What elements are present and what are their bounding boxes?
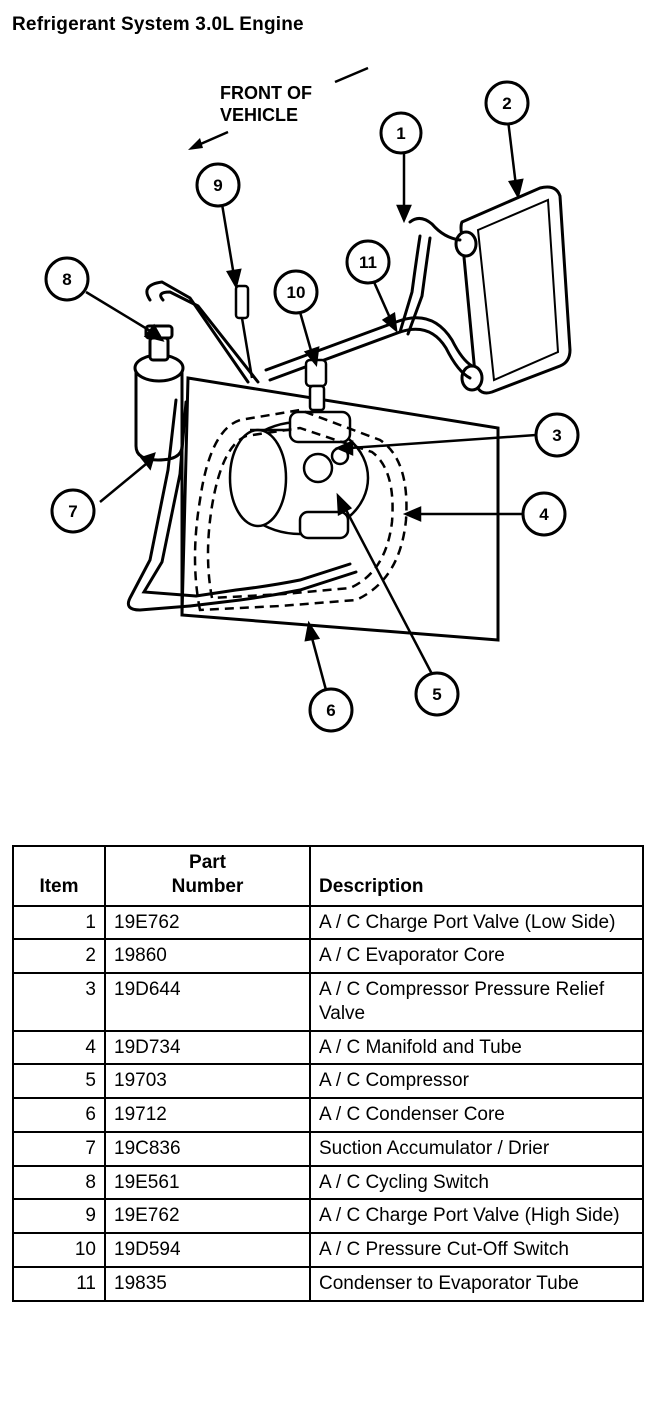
cell-item: 2 xyxy=(12,938,106,974)
callout-11: 11 xyxy=(345,239,391,285)
leader-lines xyxy=(85,119,537,691)
manifold-dashed-tubes xyxy=(193,408,408,612)
cell-part: 19703 xyxy=(104,1063,311,1099)
parts-table-header: Item Part Number Description xyxy=(12,845,644,907)
cell-item: 1 xyxy=(12,904,106,941)
cell-item: 3 xyxy=(12,972,106,1032)
callout-label: 6 xyxy=(326,701,335,720)
compressor xyxy=(228,410,370,540)
header-description: Description xyxy=(309,845,644,907)
callout-4: 4 xyxy=(521,491,567,537)
header-item: Item xyxy=(12,845,106,907)
cell-part: 19E561 xyxy=(104,1164,311,1201)
cell-desc: Suction Accumulator / Drier xyxy=(309,1130,644,1167)
cell-desc: A / C Compressor xyxy=(309,1063,644,1099)
cell-item: 11 xyxy=(12,1265,106,1302)
cell-item: 8 xyxy=(12,1164,106,1201)
callout-7: 7 xyxy=(50,488,96,534)
front-of-vehicle-indicator: FRONT OF VEHICLE xyxy=(188,66,369,150)
header-part-line1: Part xyxy=(189,852,226,873)
callout-6: 6 xyxy=(308,687,354,733)
front-label-line1: FRONT OF xyxy=(220,83,312,103)
cell-item: 9 xyxy=(12,1198,106,1234)
callout-3: 3 xyxy=(534,412,580,458)
cell-part: 19D594 xyxy=(104,1232,311,1268)
cell-desc: A / C Charge Port Valve (High Side) xyxy=(309,1198,644,1234)
cell-item: 4 xyxy=(12,1029,106,1066)
callout-label: 11 xyxy=(359,253,377,272)
callout-label: 1 xyxy=(396,124,405,143)
callout-5: 5 xyxy=(414,671,460,717)
cell-part: 19E762 xyxy=(104,1198,311,1234)
callout-label: 9 xyxy=(213,176,222,195)
pressure-cutoff-switch xyxy=(304,358,328,412)
cell-desc: A / C Cycling Switch xyxy=(309,1164,644,1201)
cell-desc: A / C Condenser Core xyxy=(309,1097,644,1133)
cell-desc: Condenser to Evaporator Tube xyxy=(309,1265,644,1302)
cell-part: 19C836 xyxy=(104,1130,311,1167)
callout-label: 5 xyxy=(432,685,441,704)
callout-label: 3 xyxy=(552,426,561,445)
callout-9: 9 xyxy=(195,162,241,208)
suction-accumulator xyxy=(133,324,185,462)
callout-10: 10 xyxy=(273,269,319,315)
cell-item: 5 xyxy=(12,1063,106,1099)
callout-label: 10 xyxy=(287,283,306,302)
callout-1: 1 xyxy=(379,111,423,155)
front-label-line2: VEHICLE xyxy=(220,105,298,125)
cell-part: 19712 xyxy=(104,1097,311,1133)
cell-desc: A / C Charge Port Valve (Low Side) xyxy=(309,904,644,941)
cell-part: 19860 xyxy=(104,938,311,974)
cell-desc: A / C Manifold and Tube xyxy=(309,1029,644,1066)
cell-desc: A / C Pressure Cut-Off Switch xyxy=(309,1232,644,1268)
cell-item: 10 xyxy=(12,1232,106,1268)
page-title: Refrigerant System 3.0L Engine xyxy=(12,14,304,35)
header-part-number: Part Number xyxy=(104,845,311,907)
evaporator-core xyxy=(454,185,572,395)
cell-part: 19E762 xyxy=(104,904,311,941)
cell-desc: A / C Compressor Pressure Relief Valve xyxy=(309,972,644,1032)
callout-2: 2 xyxy=(484,80,530,126)
callout-label: 7 xyxy=(68,502,77,521)
callout-label: 4 xyxy=(539,505,549,524)
cell-item: 7 xyxy=(12,1130,106,1167)
callout-label: 2 xyxy=(502,94,511,113)
charge-port-high xyxy=(234,284,254,379)
header-part-line2: Number xyxy=(171,875,244,897)
cell-part: 19D644 xyxy=(104,972,311,1032)
refrigerant-system-diagram: FRONT OF VEHICLE xyxy=(44,66,580,733)
callout-label: 8 xyxy=(62,270,71,289)
cell-item: 6 xyxy=(12,1097,106,1133)
cell-part: 19835 xyxy=(104,1265,311,1302)
callout-8: 8 xyxy=(44,256,90,302)
cell-desc: A / C Evaporator Core xyxy=(309,938,644,974)
cell-part: 19D734 xyxy=(104,1029,311,1066)
